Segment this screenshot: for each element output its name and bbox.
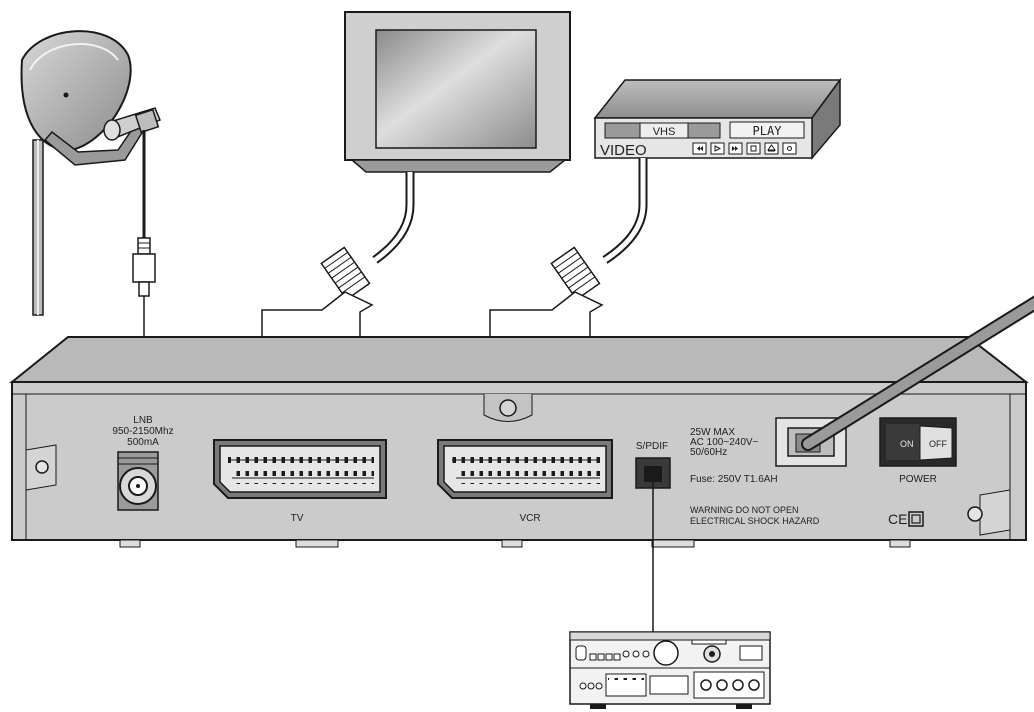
vcr-control-buttons bbox=[692, 142, 797, 155]
tv-scart-socket[interactable] bbox=[213, 439, 387, 499]
ce-mark: CE bbox=[888, 511, 907, 527]
power-spec-line3: 50/60Hz bbox=[690, 447, 727, 458]
vcr-scart-socket[interactable] bbox=[437, 439, 613, 499]
audio-amplifier-icon bbox=[569, 631, 771, 709]
lnb-label-line3: 500mA bbox=[127, 437, 159, 448]
satellite-dish-icon bbox=[20, 30, 161, 316]
spdif-label: S/PDIF bbox=[636, 441, 668, 452]
vcr-device-icon: VHS PLAY VIDEO bbox=[593, 77, 842, 161]
power-caption: POWER bbox=[899, 474, 937, 485]
fuse-spec: Fuse: 250V T1.6AH bbox=[690, 474, 778, 485]
spdif-optical-port[interactable] bbox=[635, 457, 671, 489]
lnb-label-line2: 950-2150Mhz bbox=[112, 426, 173, 437]
vcr-tape-label: VHS bbox=[653, 126, 676, 138]
lnb-input-connector[interactable] bbox=[117, 451, 159, 511]
tv-port-label: TV bbox=[291, 513, 304, 524]
power-switch-off-label: OFF bbox=[929, 439, 947, 449]
vcr-display-text: PLAY bbox=[753, 124, 783, 138]
television-icon bbox=[344, 11, 571, 173]
warning-line1: WARNING DO NOT OPEN bbox=[690, 505, 799, 515]
power-spec-line2: AC 100~240V~ bbox=[690, 437, 759, 448]
power-cable bbox=[801, 295, 1034, 451]
power-switch[interactable]: ON OFF bbox=[879, 417, 957, 467]
vcr-name-label: VIDEO bbox=[600, 142, 647, 159]
power-spec-line1: 25W MAX bbox=[690, 427, 735, 438]
class-two-insulation-icon bbox=[908, 511, 924, 527]
vcr-port-label: VCR bbox=[519, 513, 540, 524]
lnb-label-line1: LNB bbox=[133, 415, 153, 426]
power-switch-on-label: ON bbox=[900, 439, 914, 449]
warning-line2: ELECTRICAL SHOCK HAZARD bbox=[690, 516, 820, 526]
